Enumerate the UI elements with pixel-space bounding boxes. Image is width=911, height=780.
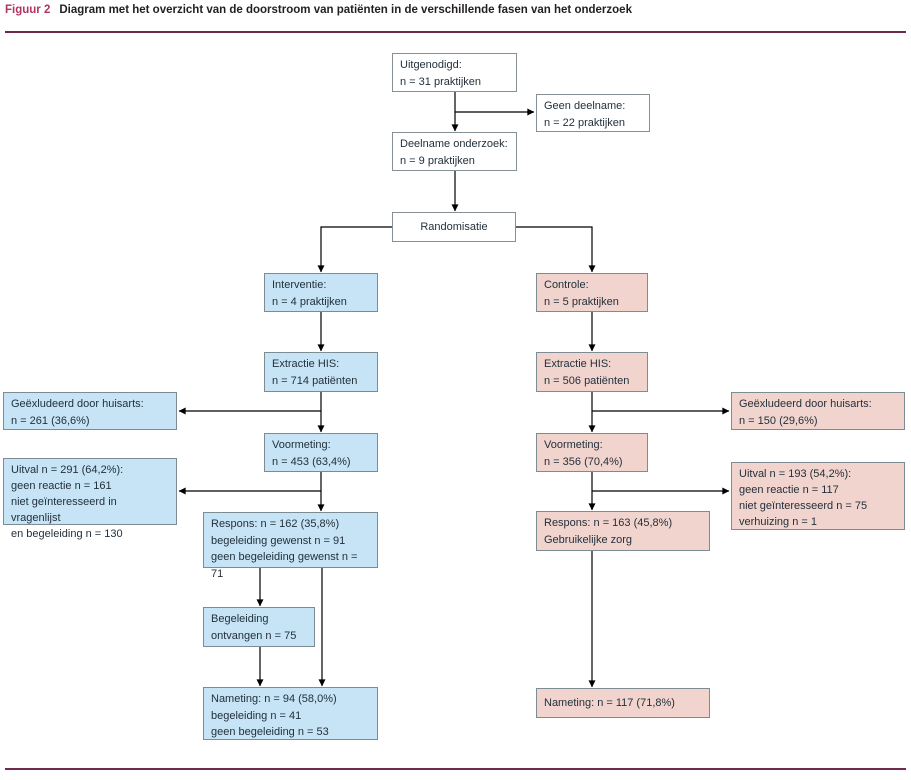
node-line: geen begeleiding n = 53 xyxy=(211,726,329,738)
node-line: Voormeting: xyxy=(544,439,603,451)
node-line: Begeleiding xyxy=(211,613,269,625)
node-line: Geen deelname: xyxy=(544,100,626,112)
node-extractie-his-interventie: Extractie HIS: n = 714 patiënten xyxy=(264,352,378,392)
node-line: n = 356 (70,4%) xyxy=(544,455,623,468)
top-rule xyxy=(5,31,906,33)
node-uitval-interventie: Uitval n = 291 (64,2%): geen reactie n =… xyxy=(3,458,177,540)
figure-title: Figuur 2 Diagram met het overzicht van d… xyxy=(5,4,905,16)
node-line: geen reactie n = 117 xyxy=(739,484,839,496)
node-line: n = 714 patiënten xyxy=(272,374,358,387)
node-respons-interventie: Respons: n = 162 (35,8%) begeleiding gew… xyxy=(203,512,378,580)
node-deelname-onderzoek: Deelname onderzoek: n = 9 praktijken xyxy=(392,132,517,171)
node-voormeting-interventie: Voormeting: n = 453 (63,4%) xyxy=(264,433,378,472)
figure-label: Figuur 2 xyxy=(5,4,51,16)
node-line: en begeleiding n = 130 xyxy=(11,528,123,540)
node-line: Extractie HIS: xyxy=(272,358,340,370)
node-line: n = 31 praktijken xyxy=(400,75,482,88)
node-line: Deelname onderzoek: xyxy=(400,138,508,150)
node-line: Nameting: n = 94 (58,0%) xyxy=(211,693,337,705)
node-line: Uitval n = 193 (54,2%): xyxy=(739,468,852,480)
node-line: begeleiding gewenst n = 91 xyxy=(211,534,346,547)
node-line: Controle: xyxy=(544,279,589,291)
node-respons-controle: Respons: n = 163 (45,8%) Gebruikelijke z… xyxy=(536,511,710,551)
node-nameting-interventie: Nameting: n = 94 (58,0%) begeleiding n =… xyxy=(203,687,378,740)
node-line: n = 9 praktijken xyxy=(400,154,475,167)
bottom-rule xyxy=(5,768,906,770)
node-line: Voormeting: xyxy=(272,439,331,451)
node-geen-deelname: Geen deelname: n = 22 praktijken xyxy=(536,94,650,132)
node-line: ontvangen n = 75 xyxy=(211,629,297,642)
node-line: n = 150 (29,6%) xyxy=(739,414,818,427)
node-line: Uitgenodigd: xyxy=(400,59,462,71)
node-line: Nameting: n = 117 (71,8%) xyxy=(544,696,675,709)
node-line: Geëxludeerd door huisarts: xyxy=(11,398,144,410)
node-controle: Controle: n = 5 praktijken xyxy=(536,273,648,312)
figure-title-text: Diagram met het overzicht van de doorstr… xyxy=(59,4,632,16)
node-uitgenodigd: Uitgenodigd: n = 31 praktijken xyxy=(392,53,517,92)
node-line: n = 506 patiënten xyxy=(544,374,630,387)
node-line: Respons: n = 162 (35,8%) xyxy=(211,518,340,530)
node-line: Interventie: xyxy=(272,279,327,291)
node-uitval-controle: Uitval n = 193 (54,2%): geen reactie n =… xyxy=(731,462,905,530)
node-line: Extractie HIS: xyxy=(544,358,612,370)
node-geexcludeerd-interventie: Geëxludeerd door huisarts: n = 261 (36,6… xyxy=(3,392,177,430)
node-line: geen begeleiding gewenst n = 71 xyxy=(211,551,358,580)
node-line: n = 261 (36,6%) xyxy=(11,414,90,427)
node-line: n = 453 (63,4%) xyxy=(272,455,351,468)
node-begeleiding-ontvangen: Begeleiding ontvangen n = 75 xyxy=(203,607,315,647)
node-geexcludeerd-controle: Geëxludeerd door huisarts: n = 150 (29,6… xyxy=(731,392,905,430)
node-line: n = 5 praktijken xyxy=(544,295,619,308)
node-interventie: Interventie: n = 4 praktijken xyxy=(264,273,378,312)
node-line: geen reactie n = 161 xyxy=(11,480,112,492)
node-voormeting-controle: Voormeting: n = 356 (70,4%) xyxy=(536,433,648,472)
node-line: Respons: n = 163 (45,8%) xyxy=(544,517,673,529)
node-line: verhuizing n = 1 xyxy=(739,516,817,528)
node-extractie-his-controle: Extractie HIS: n = 506 patiënten xyxy=(536,352,648,392)
node-randomisatie: Randomisatie xyxy=(392,212,516,242)
node-line: begeleiding n = 41 xyxy=(211,709,302,722)
node-line: Geëxludeerd door huisarts: xyxy=(739,398,872,410)
node-line: Randomisatie xyxy=(420,220,488,233)
node-line: niet geïnteresseerd in vragenlijst xyxy=(11,496,117,524)
node-line: n = 22 praktijken xyxy=(544,116,626,129)
node-nameting-controle: Nameting: n = 117 (71,8%) xyxy=(536,688,710,718)
node-line: niet geïnteresseerd n = 75 xyxy=(739,500,868,512)
node-line: n = 4 praktijken xyxy=(272,295,347,308)
node-line: Uitval n = 291 (64,2%): xyxy=(11,464,124,476)
node-line: Gebruikelijke zorg xyxy=(544,533,633,546)
